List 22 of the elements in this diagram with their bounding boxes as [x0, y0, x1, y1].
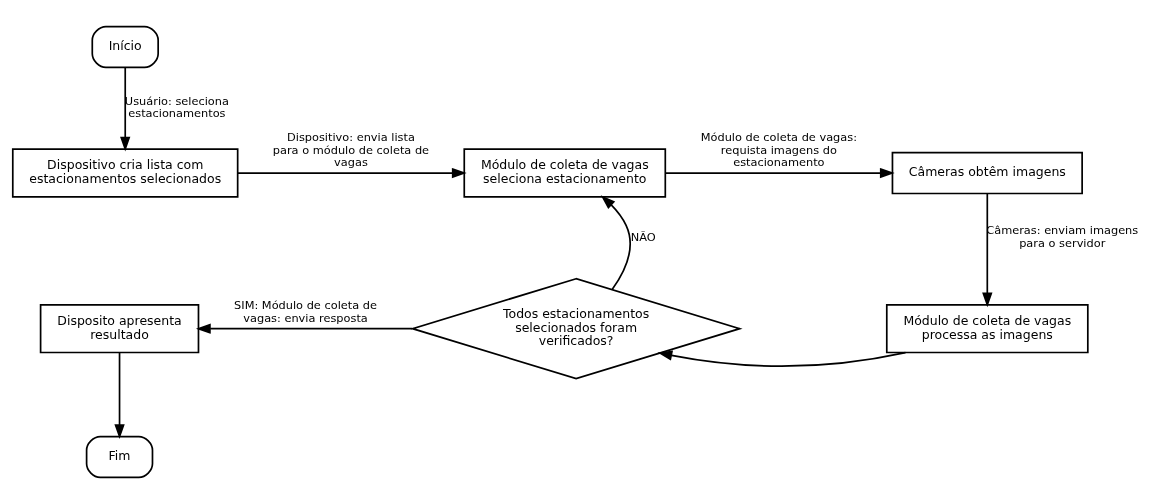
node-box: Dispositivo cria lista com estacionamentos selecionados	[11, 147, 239, 198]
node-box: Início	[91, 25, 159, 68]
arrow	[114, 351, 125, 439]
edge-label: Dispositivo: envia lista para o módulo de coleta de vagas	[272, 129, 430, 169]
edge-label: SIM: Módulo de coleta de vagas: envia resposta	[234, 297, 377, 325]
edge-label: NÃO	[630, 229, 656, 244]
node-box: Disposito apresenta resultado	[39, 303, 200, 353]
arrow	[237, 167, 467, 178]
edge-label: Usuário: seleciona estacionamentos	[124, 93, 229, 120]
node-box: Fim	[85, 435, 154, 478]
node-box: Câmeras obtêm imagens	[891, 151, 1083, 194]
node-diamond: Todos estacionamentos selecionados foram verificados?	[409, 277, 743, 380]
edge-label: Câmeras: enviam imagens para o servidor	[986, 222, 1139, 250]
arrow	[982, 192, 993, 307]
edge-label: Módulo de coleta de vagas: requista imagens do estacionamento	[700, 129, 857, 169]
arrow	[195, 323, 413, 334]
arrow	[600, 194, 631, 290]
node-box: Módulo de coleta de vagas seleciona estacionamento	[463, 147, 667, 198]
arrow	[120, 66, 131, 151]
arrow	[664, 167, 895, 178]
arrow	[657, 349, 907, 367]
node-box: Módulo de coleta de vagas processa as imagens	[885, 303, 1089, 353]
